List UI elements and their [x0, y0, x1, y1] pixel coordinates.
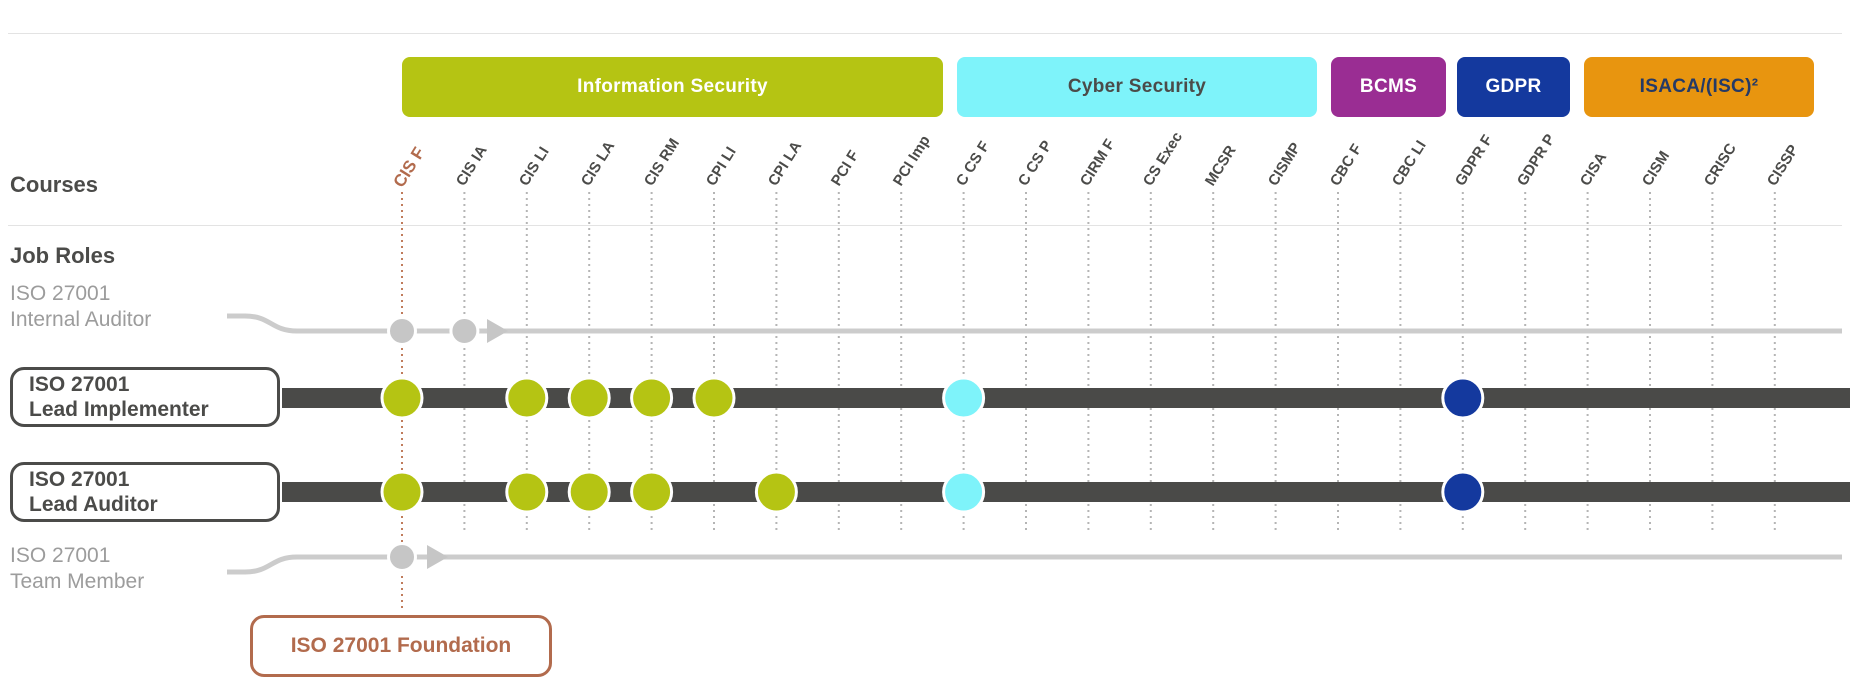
role-label-line: ISO 27001: [29, 373, 130, 396]
course-dot-cis-f[interactable]: [387, 316, 417, 346]
category-band-label: GDPR: [1485, 76, 1542, 97]
course-dot-gdpr-f[interactable]: [1441, 376, 1485, 420]
role-label-line: Lead Auditor: [29, 493, 158, 516]
course-dot-cpi-li[interactable]: [692, 376, 736, 420]
role-label-line: ISO 27001: [10, 544, 111, 567]
category-band-label: ISACA/(ISC)²: [1639, 76, 1759, 97]
top-divider: [8, 33, 1842, 34]
course-dot-cis-rm[interactable]: [630, 470, 674, 514]
role-lead-auditor-box[interactable]: ISO 27001 Lead Auditor: [10, 462, 280, 522]
category-band-information-security: Information Security: [402, 57, 943, 117]
category-band-label: Cyber Security: [1067, 76, 1207, 97]
role-label-line: Lead Implementer: [29, 398, 209, 421]
course-dot-cis-rm[interactable]: [630, 376, 674, 420]
pathway-line-iso-27001-internal-auditor: [227, 313, 1842, 334]
category-band-gdpr: GDPR: [1457, 57, 1570, 117]
course-dot-gdpr-f[interactable]: [1441, 470, 1485, 514]
courses-divider: [8, 225, 1842, 226]
role-lead-implementer-box[interactable]: ISO 27001 Lead Implementer: [10, 367, 280, 427]
courses-heading: Courses: [10, 172, 99, 197]
role-team-member-label: ISO 27001 Team Member: [10, 543, 144, 595]
job-roles-heading: Job Roles: [10, 243, 116, 268]
category-band-cyber-security: Cyber Security: [957, 57, 1317, 117]
course-dot-cis-ia[interactable]: [449, 316, 480, 346]
course-dot-cis-f[interactable]: [380, 470, 424, 514]
role-internal-auditor-label: ISO 27001 Internal Auditor: [10, 281, 151, 333]
course-dot-cis-li[interactable]: [505, 376, 549, 420]
category-band-bcms: BCMS: [1331, 57, 1446, 117]
course-dot-cpi-la[interactable]: [754, 470, 798, 514]
course-dot-cis-la[interactable]: [567, 376, 611, 420]
course-dot-c-cs-f[interactable]: [942, 376, 986, 420]
role-label-line: ISO 27001: [10, 282, 111, 305]
pathway-line-iso-27001-team-member: [227, 554, 1842, 575]
course-dot-cis-li[interactable]: [505, 470, 549, 514]
pathway-arrow-icon: [427, 545, 448, 569]
pathway-arrow-icon: [487, 319, 508, 343]
course-dot-cis-f[interactable]: [387, 542, 417, 572]
category-band-label: Information Security: [577, 76, 768, 97]
course-dot-c-cs-f[interactable]: [942, 470, 986, 514]
category-band-label: BCMS: [1359, 76, 1418, 97]
iso-27001-foundation-label: ISO 27001 Foundation: [290, 634, 512, 657]
role-label-line: ISO 27001: [29, 468, 130, 491]
role-label-line: Internal Auditor: [10, 308, 152, 331]
iso-27001-foundation-callout[interactable]: ISO 27001 Foundation: [250, 615, 552, 677]
course-dot-cis-la[interactable]: [567, 470, 611, 514]
category-band-isaca-isc: ISACA/(ISC)²: [1584, 57, 1814, 117]
role-label-line: Team Member: [10, 570, 145, 593]
course-dot-cis-f[interactable]: [380, 376, 424, 420]
